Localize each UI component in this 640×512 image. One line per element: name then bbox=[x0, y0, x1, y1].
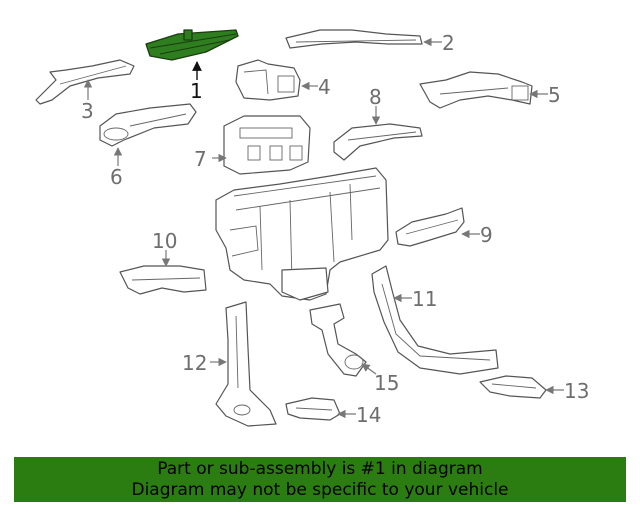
info-banner: Part or sub-assembly is #1 in diagram Di… bbox=[14, 457, 626, 502]
callout-12: 12 bbox=[182, 351, 207, 375]
part-4-vent bbox=[235, 59, 301, 101]
part-11-duct bbox=[371, 265, 499, 375]
part-9-duct bbox=[395, 207, 465, 247]
callout-14: 14 bbox=[356, 403, 381, 427]
callout-10: 10 bbox=[152, 229, 177, 253]
callout-6: 6 bbox=[110, 165, 123, 189]
callout-11: 11 bbox=[412, 287, 437, 311]
part-2-duct bbox=[285, 29, 423, 49]
part-10-duct bbox=[119, 265, 207, 295]
part-12-duct bbox=[215, 301, 277, 427]
parts-diagram: 1 2 3 4 5 6 7 bbox=[35, 29, 589, 427]
callout-7: 7 bbox=[194, 147, 207, 171]
part-15-duct bbox=[309, 303, 367, 377]
callout-9: 9 bbox=[480, 223, 493, 247]
part-8-duct bbox=[333, 123, 423, 161]
part-13-bracket bbox=[479, 375, 547, 399]
part-6-duct bbox=[99, 103, 197, 147]
part-1-duct[interactable] bbox=[145, 29, 239, 61]
callout-5: 5 bbox=[548, 83, 561, 107]
callout-1: 1 bbox=[190, 79, 203, 103]
callout-13: 13 bbox=[564, 379, 589, 403]
callout-15: 15 bbox=[374, 371, 399, 395]
part-14-bracket bbox=[285, 397, 341, 421]
banner-line-1: Part or sub-assembly is #1 in diagram bbox=[157, 459, 483, 479]
callout-3: 3 bbox=[81, 99, 94, 123]
banner-line-2: Diagram may not be specific to your vehi… bbox=[131, 480, 509, 500]
callout-8: 8 bbox=[369, 85, 382, 109]
callout-4: 4 bbox=[318, 75, 331, 99]
part-5-duct bbox=[419, 71, 533, 109]
part-7-register bbox=[223, 115, 311, 175]
callout-2: 2 bbox=[442, 31, 455, 55]
part-3-duct bbox=[35, 59, 135, 105]
hvac-unit-assembly bbox=[215, 167, 389, 301]
